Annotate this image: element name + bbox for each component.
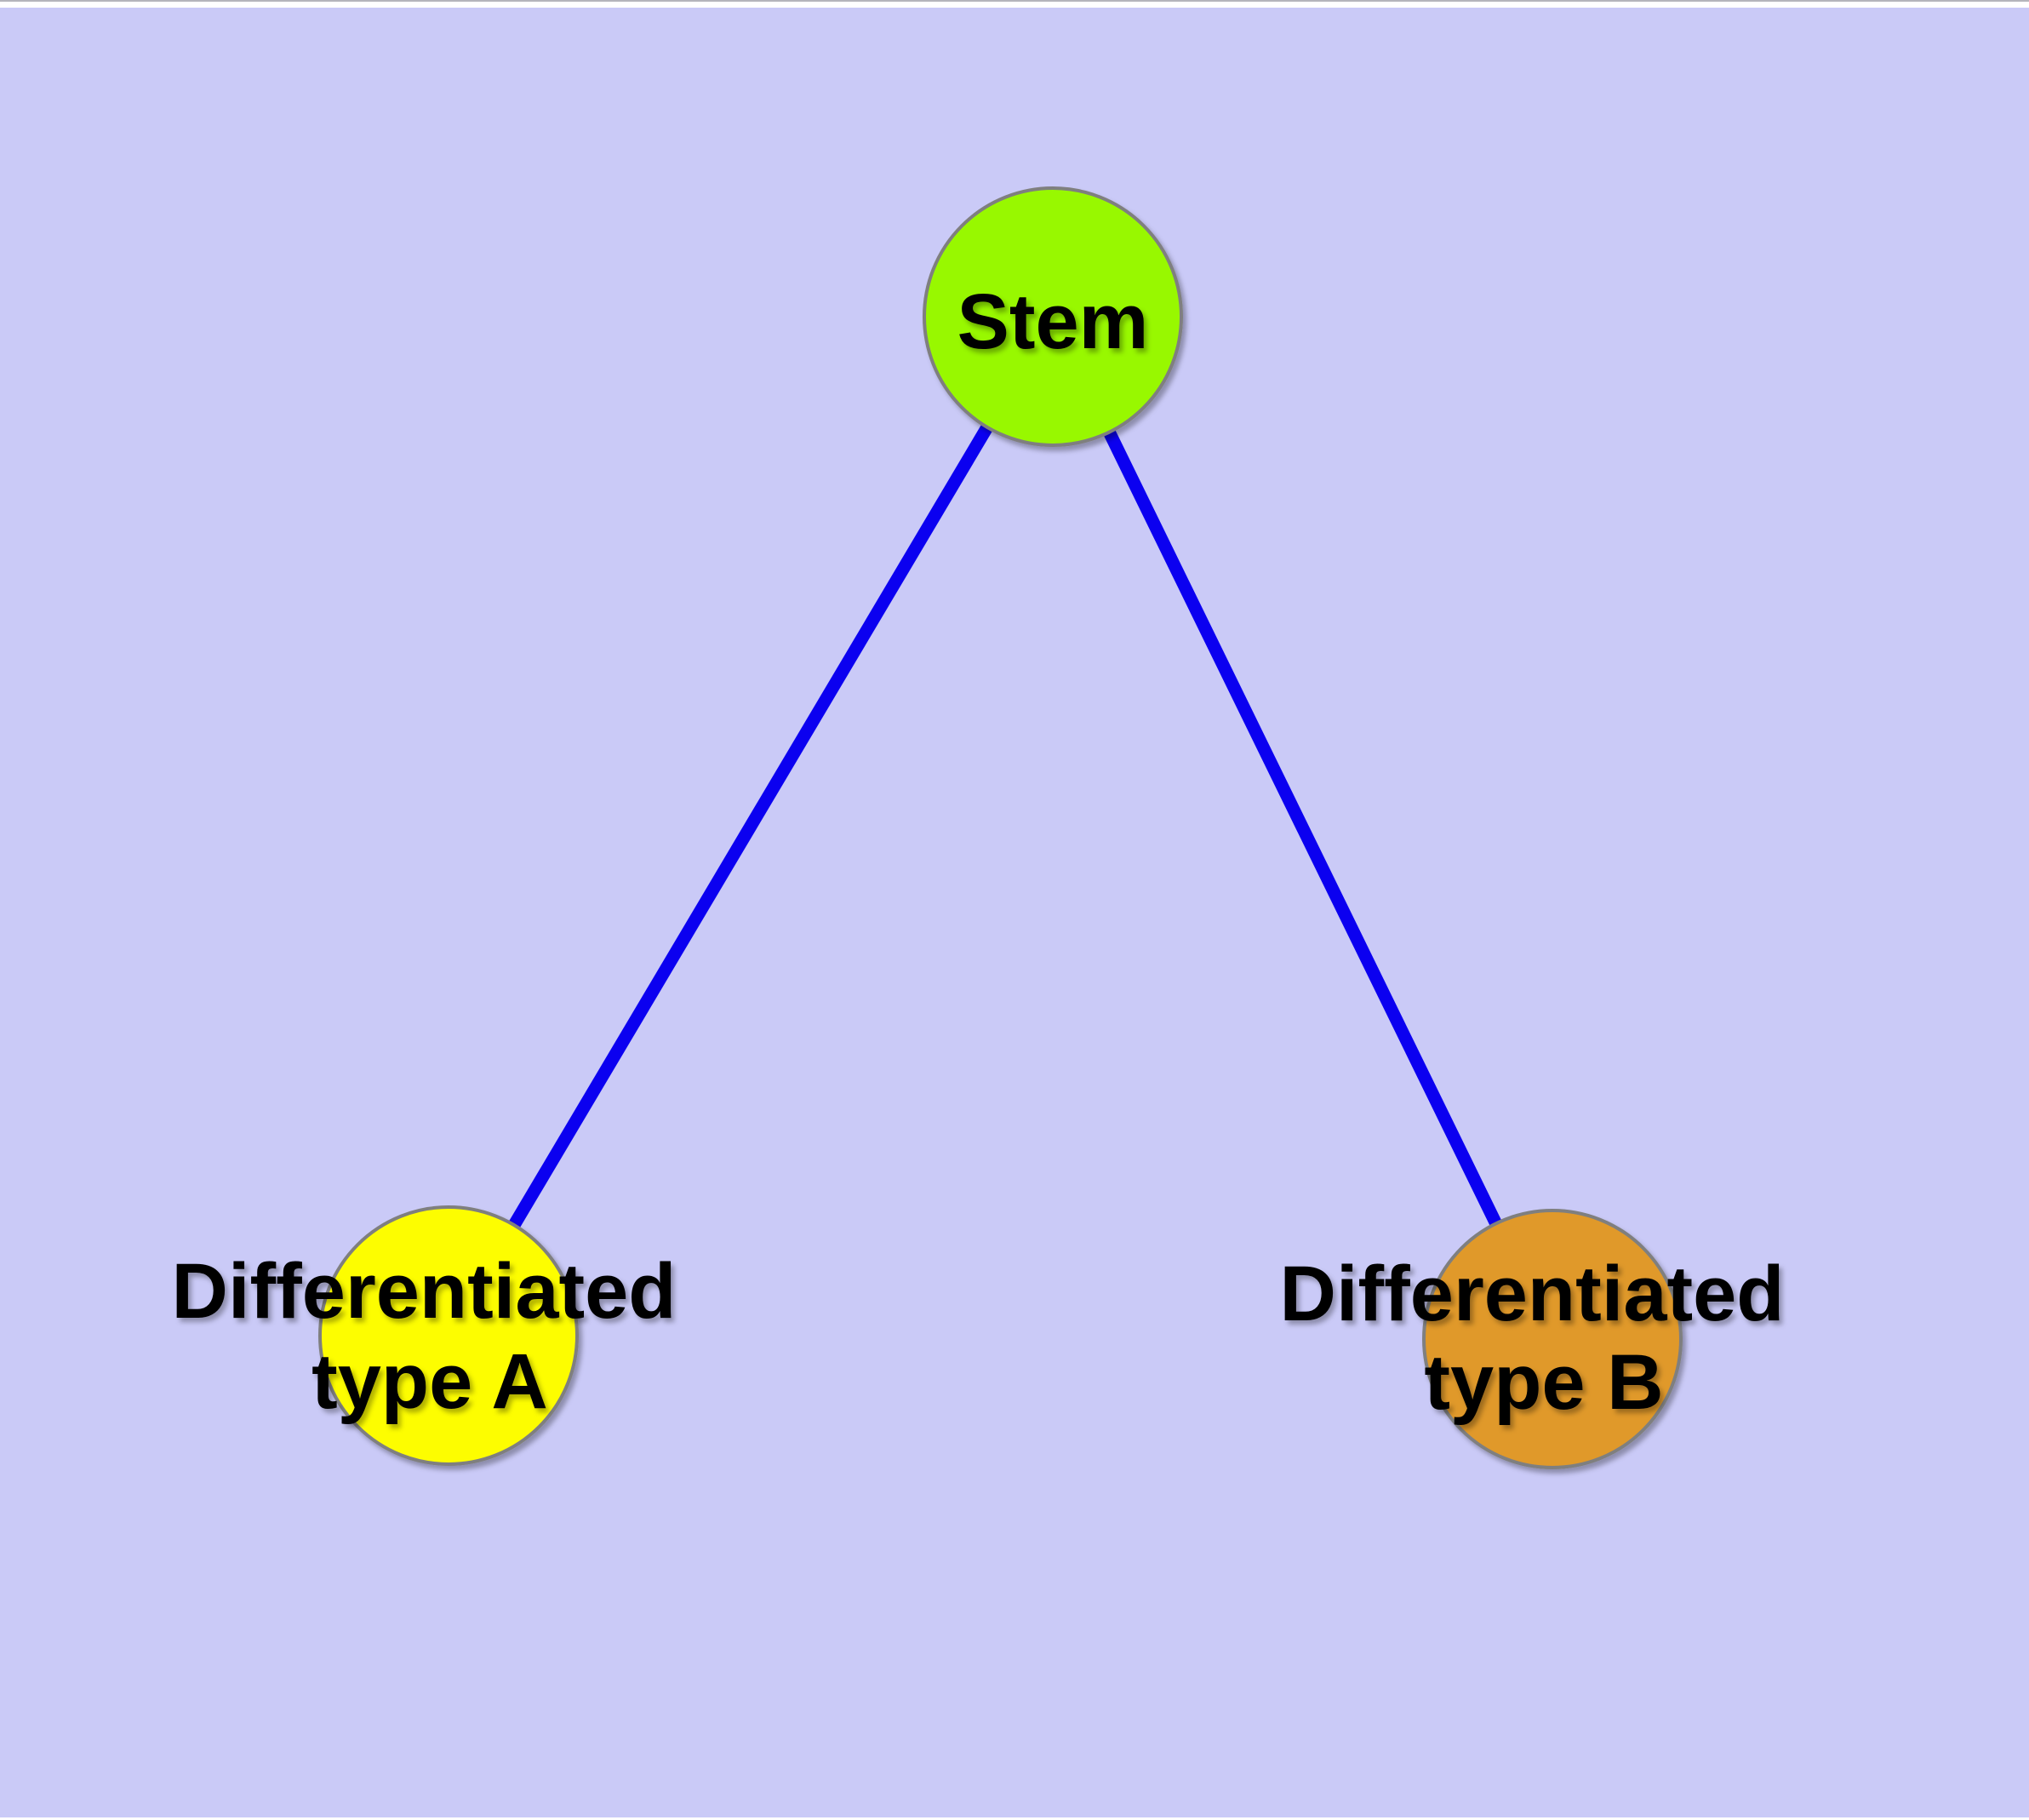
top-white-strip bbox=[0, 0, 2029, 8]
node-stem bbox=[923, 186, 1183, 447]
edge-stem-to-type-a bbox=[443, 313, 1059, 1339]
node-stem-label: Stem bbox=[957, 278, 1149, 365]
node-differentiated-type-a bbox=[318, 1205, 579, 1466]
node-differentiated-type-a-label-line1: Differentiated bbox=[172, 1248, 677, 1335]
edge-stem-to-type-b bbox=[1047, 313, 1558, 1342]
node-differentiated-type-b-label-line1: Differentiated bbox=[1280, 1251, 1785, 1337]
node-differentiated-type-b bbox=[1422, 1209, 1683, 1469]
node-differentiated-type-a-label-line2: type A bbox=[311, 1338, 548, 1425]
node-differentiated-type-b-label-line2: type B bbox=[1424, 1339, 1663, 1426]
top-hairline bbox=[0, 0, 2029, 2]
bottom-white-strip bbox=[0, 1817, 2029, 1820]
